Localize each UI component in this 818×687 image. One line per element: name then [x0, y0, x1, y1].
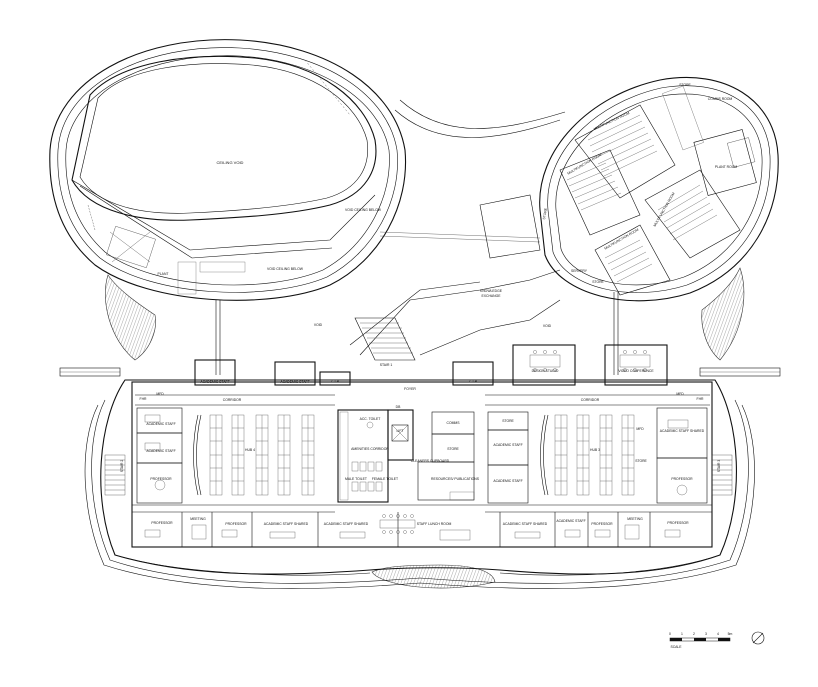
label-store-mid: STORE [447, 447, 459, 451]
label-stair-2: STAIR 2 [120, 460, 124, 473]
label-hub-3: HUB 3 [590, 448, 600, 452]
label-lift: LIFT [397, 429, 404, 433]
scale-tick-4: 4 [717, 632, 719, 636]
label-academic-staff-top-1: ACADEMIC STAFF [200, 380, 229, 384]
label-servery: SERVERY [571, 269, 588, 273]
right-middle-rooms: STORE ACADEMIC STAFF ACADEMIC STAFF [487, 411, 529, 504]
label-corridor-right: CORRIDOR [581, 398, 600, 402]
label-void-ceiling-below-1: VOID CEILING BELOW [345, 208, 382, 212]
label-plant-room: PLANT ROOM [715, 165, 738, 169]
label-multifunction-room-4: MULTIFUNCTION ROOM [604, 228, 640, 251]
label-amenities-corridor: AMENITIES CORRIDOR [351, 447, 389, 451]
label-store-left: STORE [542, 207, 548, 220]
seating-rows [566, 114, 718, 283]
label-stair-1: STAIR 1 [380, 363, 393, 367]
bottom-rooms: PROFESSOR MEETING PROFESSOR ACADEMIC STA… [144, 512, 689, 547]
scale-tick-1: 1 [681, 632, 683, 636]
label-stair-3: STAIR 3 [717, 460, 721, 473]
label-knowledge-exchange-1: KNOWLEDGE [480, 289, 503, 293]
top-rooms: ACADEMIC STAFF ACADEMIC STAFF Z.T.A Z.T.… [140, 344, 705, 402]
label-academic-staff-r1: ACADEMIC STAFF [493, 443, 522, 447]
label-academic-staff-shared-b2: ACADEMIC STAFF SHARED [324, 522, 369, 526]
left-offices: ACADEMIC STAFF ACADEMIC STAFF PROFESSOR … [104, 407, 183, 504]
label-academic-staff-l1: ACADEMIC STAFF [146, 422, 175, 426]
label-academic-staff-b4: ACADEMIC STAFF [556, 519, 585, 523]
label-professor-r1: PROFESSOR [671, 477, 693, 481]
label-meeting-left: MEETING [190, 517, 206, 521]
label-academic-staff-shared-r: ACADEMIC STAFF SHARED [660, 429, 705, 433]
bridge-curves [59, 99, 781, 377]
label-ceiling-void: CEILING VOID [217, 160, 244, 165]
label-db: DB [396, 405, 401, 409]
scale-tick-2: 2 [693, 632, 695, 636]
label-female-toilet: FEMALE TOILET [372, 477, 398, 481]
label-foyer: FOYER [404, 387, 416, 391]
main-office-block [84, 379, 755, 589]
label-professor-l1: PROFESSOR [150, 477, 172, 481]
label-knowledge-exchange-2: EXCHANGE [481, 294, 501, 298]
label-academic-staff-top-2: ACADEMIC STAFF [280, 380, 309, 384]
label-professor-b2: PROFESSOR [225, 522, 247, 526]
label-void-ceiling-below-2: VOID CEILING BELOW [267, 267, 304, 271]
label-video-conference: VIDEO CONFERENCE [618, 369, 654, 373]
stair-1: STAIR 1 [354, 317, 416, 367]
label-mfd-right: MFD [676, 392, 684, 396]
label-acc-toilet: ACC. TOILET [360, 417, 381, 421]
label-academic-staff-shared-b1: ACADEMIC STAFF SHARED [264, 522, 309, 526]
north-arrow-icon [751, 631, 765, 645]
label-store-r2: STORE [635, 459, 647, 463]
label-professor-b4: PROFESSOR [667, 521, 689, 525]
scale-tick-3: 3 [705, 632, 707, 636]
label-multifunction-room-2: MULTIFUNCTION ROOM [567, 153, 603, 176]
hub-4: HUB 4 [193, 414, 315, 496]
label-zta-1: Z.T.A [331, 379, 340, 383]
right-pavilion: STORE COMMS ROOM MULTIFUNCTION ROOM MULT… [539, 76, 779, 302]
label-multifunction-room-1: MULTIFUNCTION ROOM [593, 111, 630, 131]
label-academic-staff-r2: ACADEMIC STAFF [493, 479, 522, 483]
label-professor-b1: PROFESSOR [151, 521, 173, 525]
label-professor-b3: PROFESSOR [591, 522, 613, 526]
label-store-small: STORE [592, 280, 604, 284]
label-comms-room-top: COMMS ROOM [708, 97, 733, 101]
label-meeting-right: MEETING [627, 517, 643, 521]
label-corridor-left: CORRIDOR [223, 398, 242, 402]
label-resources-publications: RESOURCES/ PUBLICATIONS [431, 477, 480, 481]
label-academic-staff-l2: ACADEMIC STAFF [146, 449, 175, 453]
label-store-top: STORE [679, 83, 691, 87]
scale-bar: 0 1 2 3 4 5m SCALE [669, 632, 732, 649]
label-zta-2: Z.T.A [469, 379, 478, 383]
label-comms: COMMS [447, 421, 461, 425]
scale-tick-5: 5m [728, 632, 733, 636]
label-male-toilet: MALE TOILET [345, 477, 367, 481]
label-academic-staff-shared-b3: ACADEMIC STAFF SHARED [503, 522, 548, 526]
label-hub-4: HUB 4 [245, 448, 255, 452]
label-mfd-left: MFD [156, 392, 164, 396]
scale-tick-0: 0 [669, 632, 671, 636]
label-staff-lunch-room: STAFF LUNCH ROOM [417, 522, 452, 526]
label-mfd-hub3: MFD [636, 427, 644, 431]
label-store-r: STORE [502, 419, 514, 423]
label-design-studio: DESIGN STUDIO [532, 369, 559, 373]
sunshades [105, 267, 745, 589]
label-void-left: VOID [314, 323, 323, 327]
label-void-right: VOID [543, 324, 552, 328]
label-fhr-left: FHR [140, 397, 148, 401]
service-core: ACC. TOILET AMENITIES CORRIDOR FEMALE TO… [337, 405, 414, 503]
label-plant-left: PLANT [158, 272, 169, 276]
label-scale: SCALE [670, 645, 682, 649]
hub-3: HUB 3 MFD STORE [540, 414, 648, 496]
label-cleaners-cupboard: CLEANERS CUPBOARD [411, 459, 450, 463]
left-pavilion: CEILING VOID VOID CEILING BELOW VOID CEI… [49, 39, 407, 301]
right-offices: ACADEMIC STAFF SHARED PROFESSOR STAIR 3 [656, 407, 733, 504]
middle-rooms: COMMS STORE CLEANERS CUPBOARD RESOURCES/… [411, 411, 480, 501]
label-fhr-right: FHR [697, 397, 705, 401]
